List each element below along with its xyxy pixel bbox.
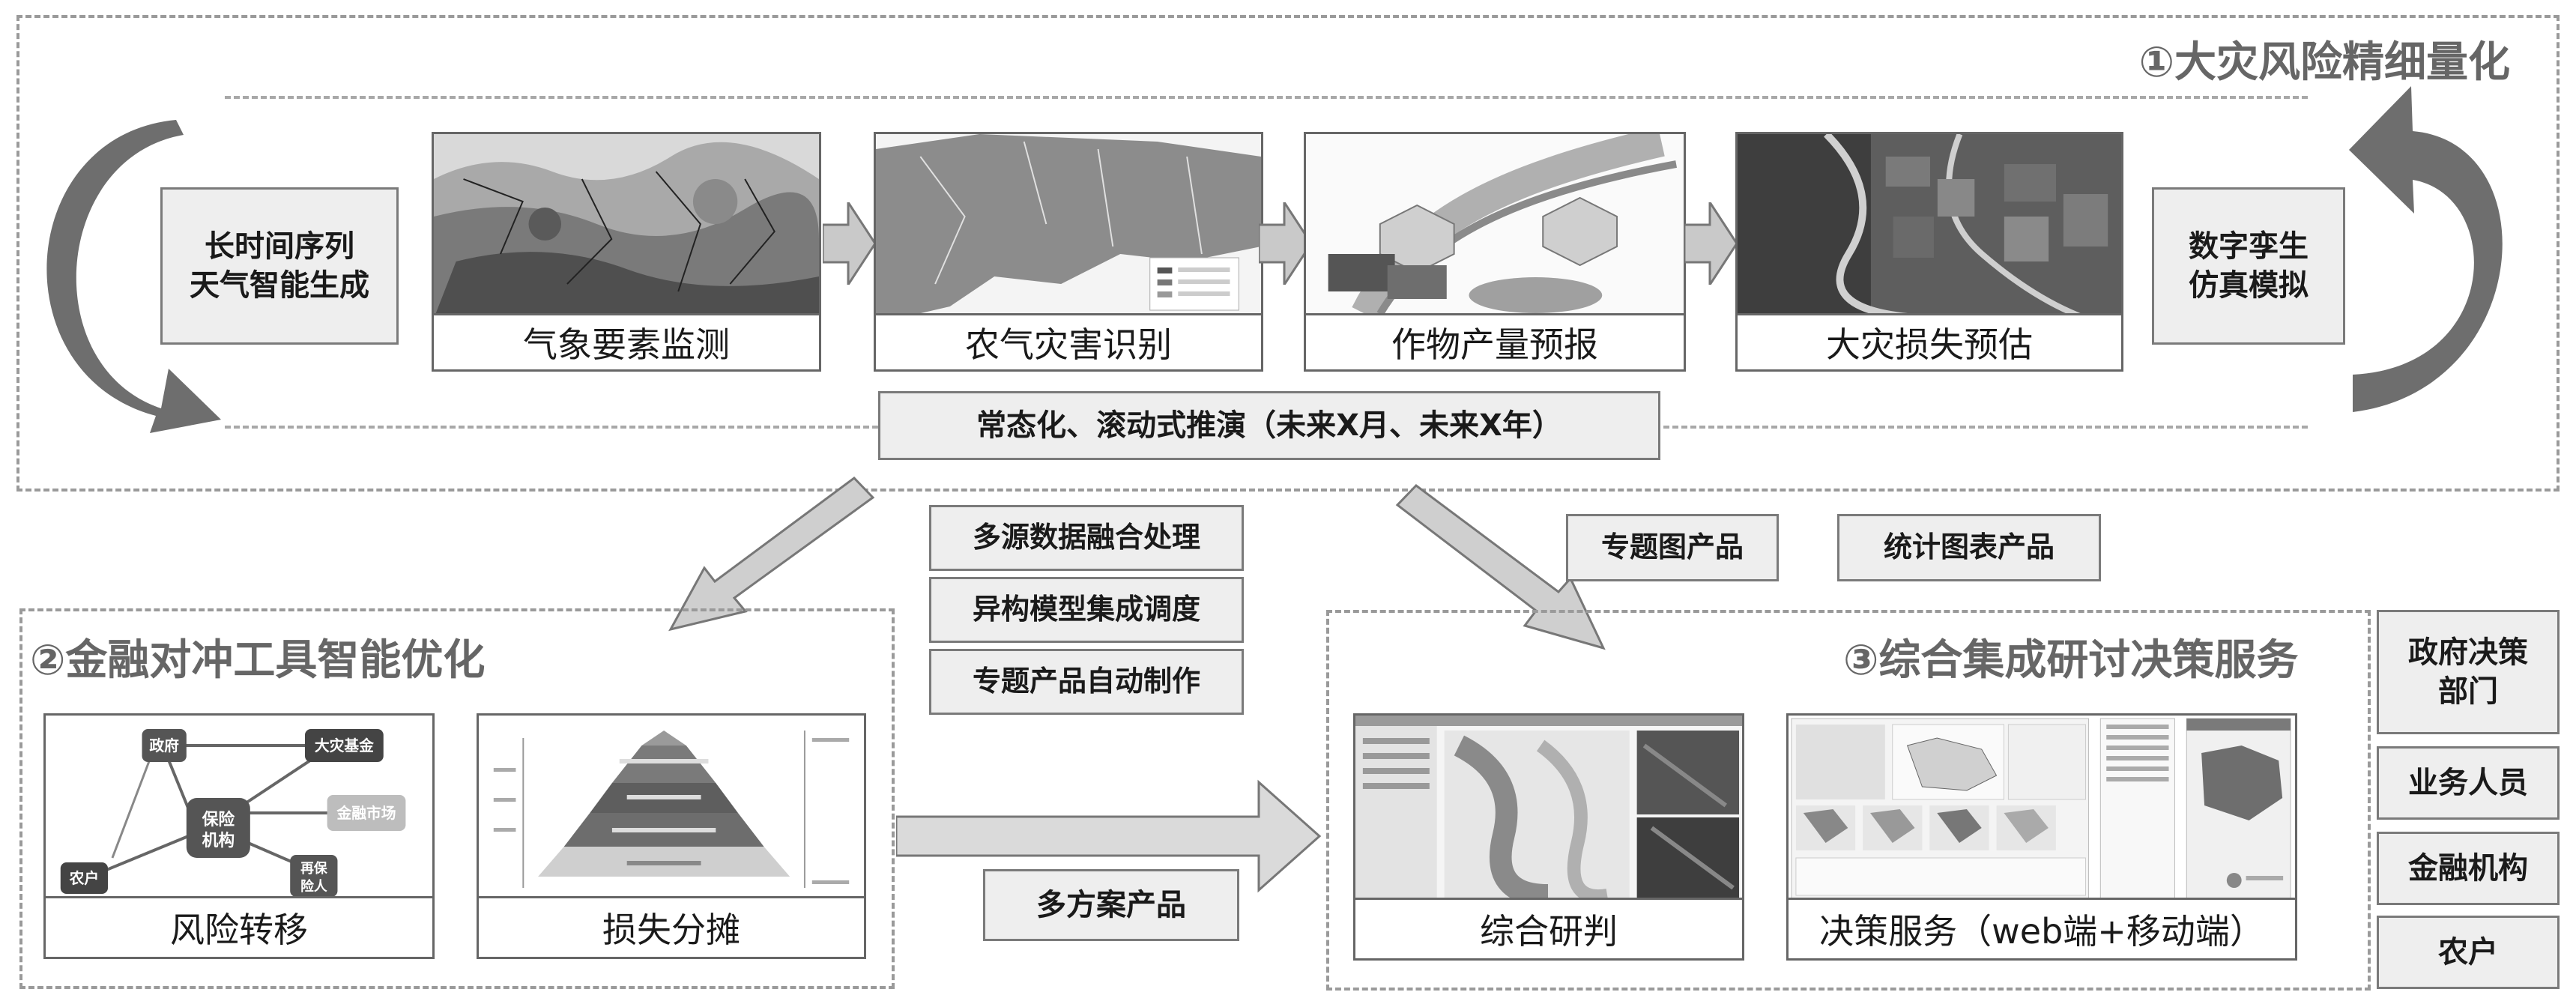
section-2-region — [19, 608, 895, 989]
panel-loss-sharing: 损失分摊 — [477, 713, 866, 959]
panel-decision-service: 决策服务（web端+移动端） — [1786, 713, 2297, 961]
right-cycle-arrow — [2349, 86, 2503, 412]
net-reinsurer-2: 险人 — [300, 878, 327, 895]
multi-plan-arrow — [896, 779, 1322, 893]
panel-decision-caption: 决策服务（web端+移动端） — [1789, 898, 2295, 958]
user-government-department: 政府决策部门 — [2377, 610, 2560, 734]
panel-disaster-caption: 农气灾害识别 — [876, 313, 1261, 369]
section-3-region — [1326, 610, 2371, 991]
analysis-dashboard-image — [1355, 716, 1742, 903]
panel-agro-disaster: 农气灾害识别 — [874, 132, 1263, 372]
user-business-staff: 业务人员 — [2377, 746, 2560, 820]
section-3-title: ③综合集成研讨决策服务 — [1843, 636, 2299, 685]
right-twin-box: 数字孪生 仿真模拟 — [2152, 187, 2345, 345]
left-weather-box: 长时间序列 天气智能生成 — [160, 187, 399, 345]
left-box-line-1: 长时间序列 — [205, 229, 354, 264]
left-box-line-2: 天气智能生成 — [190, 268, 369, 303]
weather-map-image — [434, 134, 819, 318]
panel-risk-transfer-caption: 风险转移 — [46, 896, 432, 957]
left-cycle-arrow — [46, 120, 221, 433]
net-insurer-2: 机构 — [202, 831, 235, 850]
top-dashed-line — [225, 96, 2308, 99]
rolling-simulation-box: 常态化、滚动式推演（未来X月、未来X年） — [878, 391, 1660, 460]
panel-loss-sharing-caption: 损失分摊 — [479, 896, 864, 957]
flow-arrow-1 — [823, 202, 875, 285]
middle-step-3: 专题产品自动制作 — [929, 649, 1244, 715]
net-disaster-fund: 大灾基金 — [315, 737, 375, 755]
user-farmer: 农户 — [2377, 916, 2560, 989]
panel-risk-transfer: 保险 机构 政府 大灾基金 金融市场 农户 再保 险人 风险转移 — [43, 713, 435, 959]
middle-step-1: 多源数据融合处理 — [929, 505, 1244, 571]
arrow-to-section-3 — [1395, 484, 1606, 650]
arrow-to-section-2 — [668, 477, 875, 632]
risk-transfer-network: 保险 机构 政府 大灾基金 金融市场 农户 再保 险人 — [46, 716, 432, 901]
decision-service-image — [1789, 716, 2295, 903]
right-box-line-1: 数字孪生 — [2189, 229, 2309, 264]
section-1-region — [16, 15, 2560, 492]
user-government-text: 政府决策部门 — [2408, 635, 2528, 709]
panel-yield-caption: 作物产量预报 — [1306, 313, 1684, 369]
section-1-title: ①大灾风险精细量化 — [2138, 38, 2510, 87]
thematic-map-product: 专题图产品 — [1566, 514, 1779, 581]
flow-arrow-3 — [1684, 202, 1737, 285]
user-financial-institution: 金融机构 — [2377, 832, 2560, 905]
right-box-line-2: 仿真模拟 — [2189, 268, 2309, 303]
panel-yield-forecast: 作物产量预报 — [1304, 132, 1686, 372]
yield-image — [1306, 134, 1684, 318]
multi-plan-product-box: 多方案产品 — [983, 869, 1239, 941]
panel-analysis-caption: 综合研判 — [1355, 898, 1742, 958]
loss-satellite-image — [1738, 134, 2121, 318]
panel-loss-estimation: 大灾损失预估 — [1735, 132, 2123, 372]
flow-arrow-2 — [1259, 202, 1311, 285]
net-financial-market: 金融市场 — [336, 805, 396, 822]
panel-comprehensive-analysis: 综合研判 — [1353, 713, 1744, 961]
net-farmer: 农户 — [69, 870, 100, 887]
net-government: 政府 — [149, 737, 179, 755]
net-reinsurer-1: 再保 — [300, 860, 328, 877]
net-insurer-1: 保险 — [202, 810, 236, 829]
section-2-title: ②金融对冲工具智能优化 — [30, 636, 486, 685]
disaster-map-image — [876, 134, 1261, 318]
statistical-chart-product: 统计图表产品 — [1837, 514, 2101, 581]
panel-loss-caption: 大灾损失预估 — [1738, 313, 2121, 369]
panel-weather-monitoring: 气象要素监测 — [432, 132, 821, 372]
loss-sharing-pyramid — [479, 716, 864, 901]
middle-step-2: 异构模型集成调度 — [929, 577, 1244, 643]
panel-weather-caption: 气象要素监测 — [434, 313, 819, 369]
